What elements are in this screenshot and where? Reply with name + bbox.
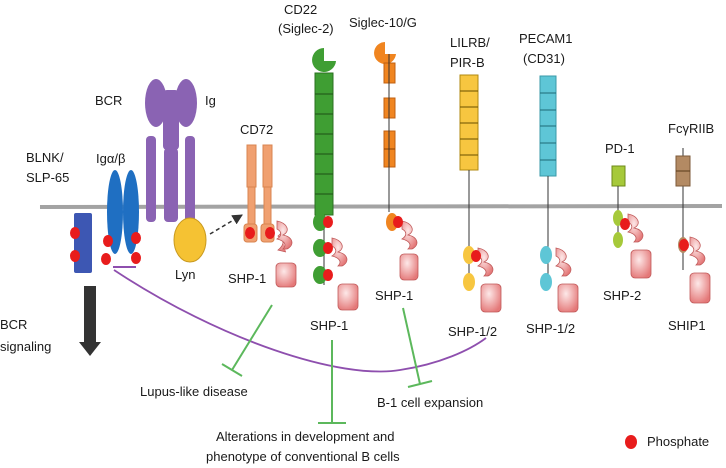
blnk-protein [74, 213, 92, 273]
cell-membrane [39, 204, 723, 209]
label-lyn: Lyn [175, 267, 195, 282]
phosphate-dots [70, 216, 689, 449]
label-lilrb-line2: PIR-B [450, 55, 485, 70]
label-shp12-pecam1: SHP-1/2 [526, 321, 575, 336]
label-ship1-fcgriib: SHIP1 [668, 318, 706, 333]
label-lilrb-line1: LILRB/ [450, 35, 490, 50]
phosphatase-shapes [275, 213, 711, 313]
pd1-receptor [611, 165, 626, 248]
label-bcr: BCR [95, 93, 122, 108]
label-ig: Ig [205, 93, 216, 108]
bcr-signaling-arrow [79, 286, 101, 356]
label-ig-alpha-beta: Igα/β [96, 151, 125, 166]
label-shp1-siglec10: SHP-1 [375, 288, 413, 303]
label-siglec10: Siglec-10/G [349, 15, 417, 30]
label-cd22-line1: CD22 [284, 2, 317, 17]
inhibition-curve [113, 269, 487, 373]
label-fcgriib: FcγRIIB [668, 121, 714, 136]
label-alterations-line1: Alterations in development and [216, 429, 395, 444]
lyn-to-cd72-arrow [209, 214, 243, 235]
label-shp1-cd72: SHP-1 [228, 271, 266, 286]
label-bcr-signaling-line1: BCR [0, 317, 27, 332]
bcr-ig-complex [145, 79, 197, 222]
label-shp12-lilrb: SHP-1/2 [448, 324, 497, 339]
label-alterations-line2: phenotype of conventional B cells [206, 449, 400, 464]
label-cd72: CD72 [240, 122, 273, 137]
fcgriib-receptor [675, 148, 691, 270]
siglec10-receptor [374, 42, 398, 231]
label-cd22-line2: (Siglec-2) [278, 21, 334, 36]
inhibition-lines [221, 304, 433, 424]
label-phosphate-legend: Phosphate [647, 434, 709, 449]
label-lupus: Lupus-like disease [140, 384, 248, 399]
label-blnk-line1: BLNK/ [26, 150, 64, 165]
label-pd1: PD-1 [605, 141, 635, 156]
label-pecam1-line1: PECAM1 [519, 31, 572, 46]
label-bcr-signaling-line2: signaling [0, 339, 51, 354]
label-shp2-pd1: SHP-2 [603, 288, 641, 303]
label-b1-expansion: B-1 cell expansion [377, 395, 483, 410]
label-pecam1-line2: (CD31) [523, 51, 565, 66]
label-shp1-cd22: SHP-1 [310, 318, 348, 333]
cd22-receptor [312, 48, 336, 285]
lyn-kinase [173, 217, 207, 263]
pecam1-receptor [539, 75, 557, 291]
label-blnk-line2: SLP-65 [26, 170, 69, 185]
